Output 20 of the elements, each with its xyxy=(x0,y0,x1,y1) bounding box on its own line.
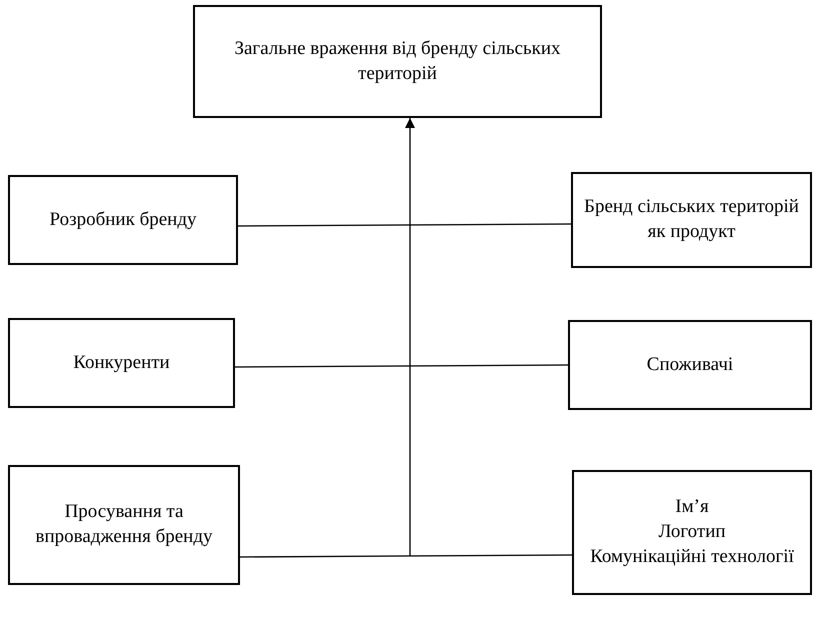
box-text: Логотип xyxy=(658,520,726,544)
connector-line xyxy=(238,223,571,227)
text-box xyxy=(8,318,235,408)
box-text: Ім’я xyxy=(675,495,709,520)
box-text: Просування та впровадження бренду xyxy=(34,500,214,549)
box-text: Конкуренти xyxy=(73,350,170,375)
box-text: Загальне враження від бренду сільських територій xyxy=(233,36,562,86)
text-box xyxy=(193,5,602,118)
text-box xyxy=(568,320,812,410)
connector-line xyxy=(240,554,572,558)
connector-line xyxy=(235,364,568,368)
text-box xyxy=(571,172,812,268)
box-text: Комунікаційні технології xyxy=(590,544,794,569)
box-text: Бренд сільських територій як продукт xyxy=(583,195,800,244)
text-box xyxy=(572,470,812,595)
box-text: Розробник бренду xyxy=(49,208,197,232)
text-box xyxy=(8,465,240,585)
box-text: Споживачі xyxy=(646,352,734,377)
text-box xyxy=(8,175,238,265)
arrow xyxy=(405,118,415,556)
